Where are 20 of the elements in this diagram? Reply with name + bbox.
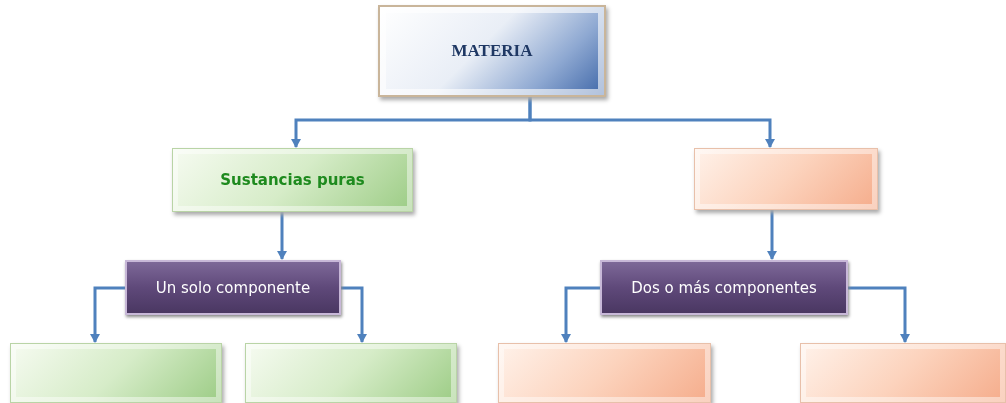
node-label: Sustancias puras	[220, 171, 365, 189]
category-box	[172, 148, 413, 212]
empty-box	[800, 343, 1006, 403]
arrow	[341, 286, 367, 343]
empty-box	[10, 343, 222, 403]
arrow	[561, 286, 600, 343]
node-label: MATERIA	[451, 41, 533, 61]
empty-box	[694, 148, 878, 210]
title-box	[378, 5, 606, 97]
empty-box	[245, 343, 457, 403]
empty-box	[498, 343, 711, 403]
arrow	[277, 212, 287, 260]
arrow	[767, 210, 777, 260]
node-label: Un solo componente	[155, 278, 311, 297]
arrow	[848, 286, 910, 343]
category-box	[125, 260, 341, 315]
arrow	[528, 97, 775, 148]
arrow	[90, 286, 125, 343]
category-box	[600, 260, 848, 315]
node-label: Dos o más componentes	[631, 278, 817, 297]
